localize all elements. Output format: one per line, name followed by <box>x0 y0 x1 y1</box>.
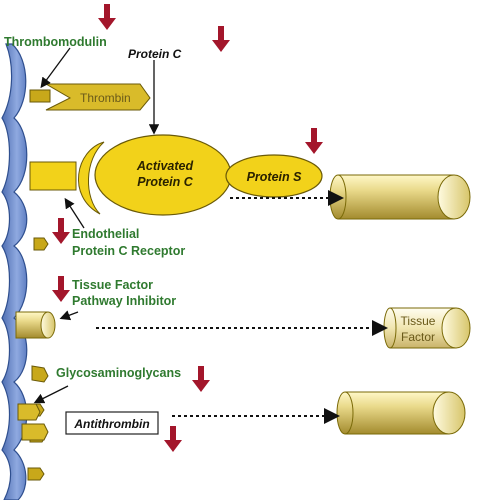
tfpi-cylinder <box>15 311 56 339</box>
red-arrow <box>52 218 70 244</box>
gag-label: Glycosaminoglycans <box>56 366 181 380</box>
tissue-factor-label-line2: Factor <box>401 330 435 344</box>
red-arrow <box>98 4 116 30</box>
epcr-label-line2: Protein C Receptor <box>72 244 185 258</box>
endothelial-membrane <box>1 43 28 500</box>
apc-label-line1: Activated <box>136 159 194 173</box>
anchor-tab <box>33 237 49 251</box>
tissue-factor-cylinder: Tissue Factor <box>383 307 471 349</box>
thrombin-label: Thrombin <box>80 91 131 105</box>
epcr-receptor <box>29 141 105 215</box>
inhibition-arrows <box>96 190 388 424</box>
pointer-tfpi <box>59 310 79 321</box>
pointer-thrombomodulin <box>40 47 71 89</box>
pointer-gag <box>33 385 69 404</box>
red-down-arrows <box>52 4 323 452</box>
label-pointers <box>33 47 160 404</box>
tfpi-label-line1: Tissue Factor <box>72 278 153 292</box>
anchor-tab <box>31 365 49 383</box>
pointer-epcr <box>64 197 85 229</box>
activated-protein-c: Activated Protein C <box>94 134 232 216</box>
protein-s-label: Protein S <box>247 170 303 184</box>
red-arrow <box>305 128 323 154</box>
antithrombin-anchor <box>17 403 49 441</box>
protein-c-label: Protein C <box>128 47 182 61</box>
thrombomodulin-thrombin-complex: Thrombin <box>29 83 151 111</box>
epcr-crescent <box>77 141 105 215</box>
anchor-tab <box>27 467 45 481</box>
tfpi-label-line2: Pathway Inhibitor <box>72 294 176 308</box>
membrane-anchors <box>27 237 49 481</box>
tissue-factor-label-line1: Tissue <box>401 314 436 328</box>
antithrombin-label: Antithrombin <box>73 417 149 431</box>
protein-s: Protein S <box>225 154 323 198</box>
red-arrow <box>164 426 182 452</box>
apc-label-line2: Protein C <box>137 175 194 189</box>
epcr-stem <box>29 161 77 191</box>
thrombomodulin-anchor <box>29 89 51 103</box>
thrombomodulin-label: Thrombomodulin <box>4 35 107 49</box>
target-cylinder-1 <box>329 174 471 220</box>
red-arrow <box>52 276 70 302</box>
thrombin-shape <box>44 83 151 111</box>
target-cylinder-3 <box>336 391 466 435</box>
epcr-label-line1: Endothelial <box>72 227 139 241</box>
red-arrow <box>212 26 230 52</box>
red-arrow <box>192 366 210 392</box>
antithrombin-box: Antithrombin <box>65 411 159 435</box>
